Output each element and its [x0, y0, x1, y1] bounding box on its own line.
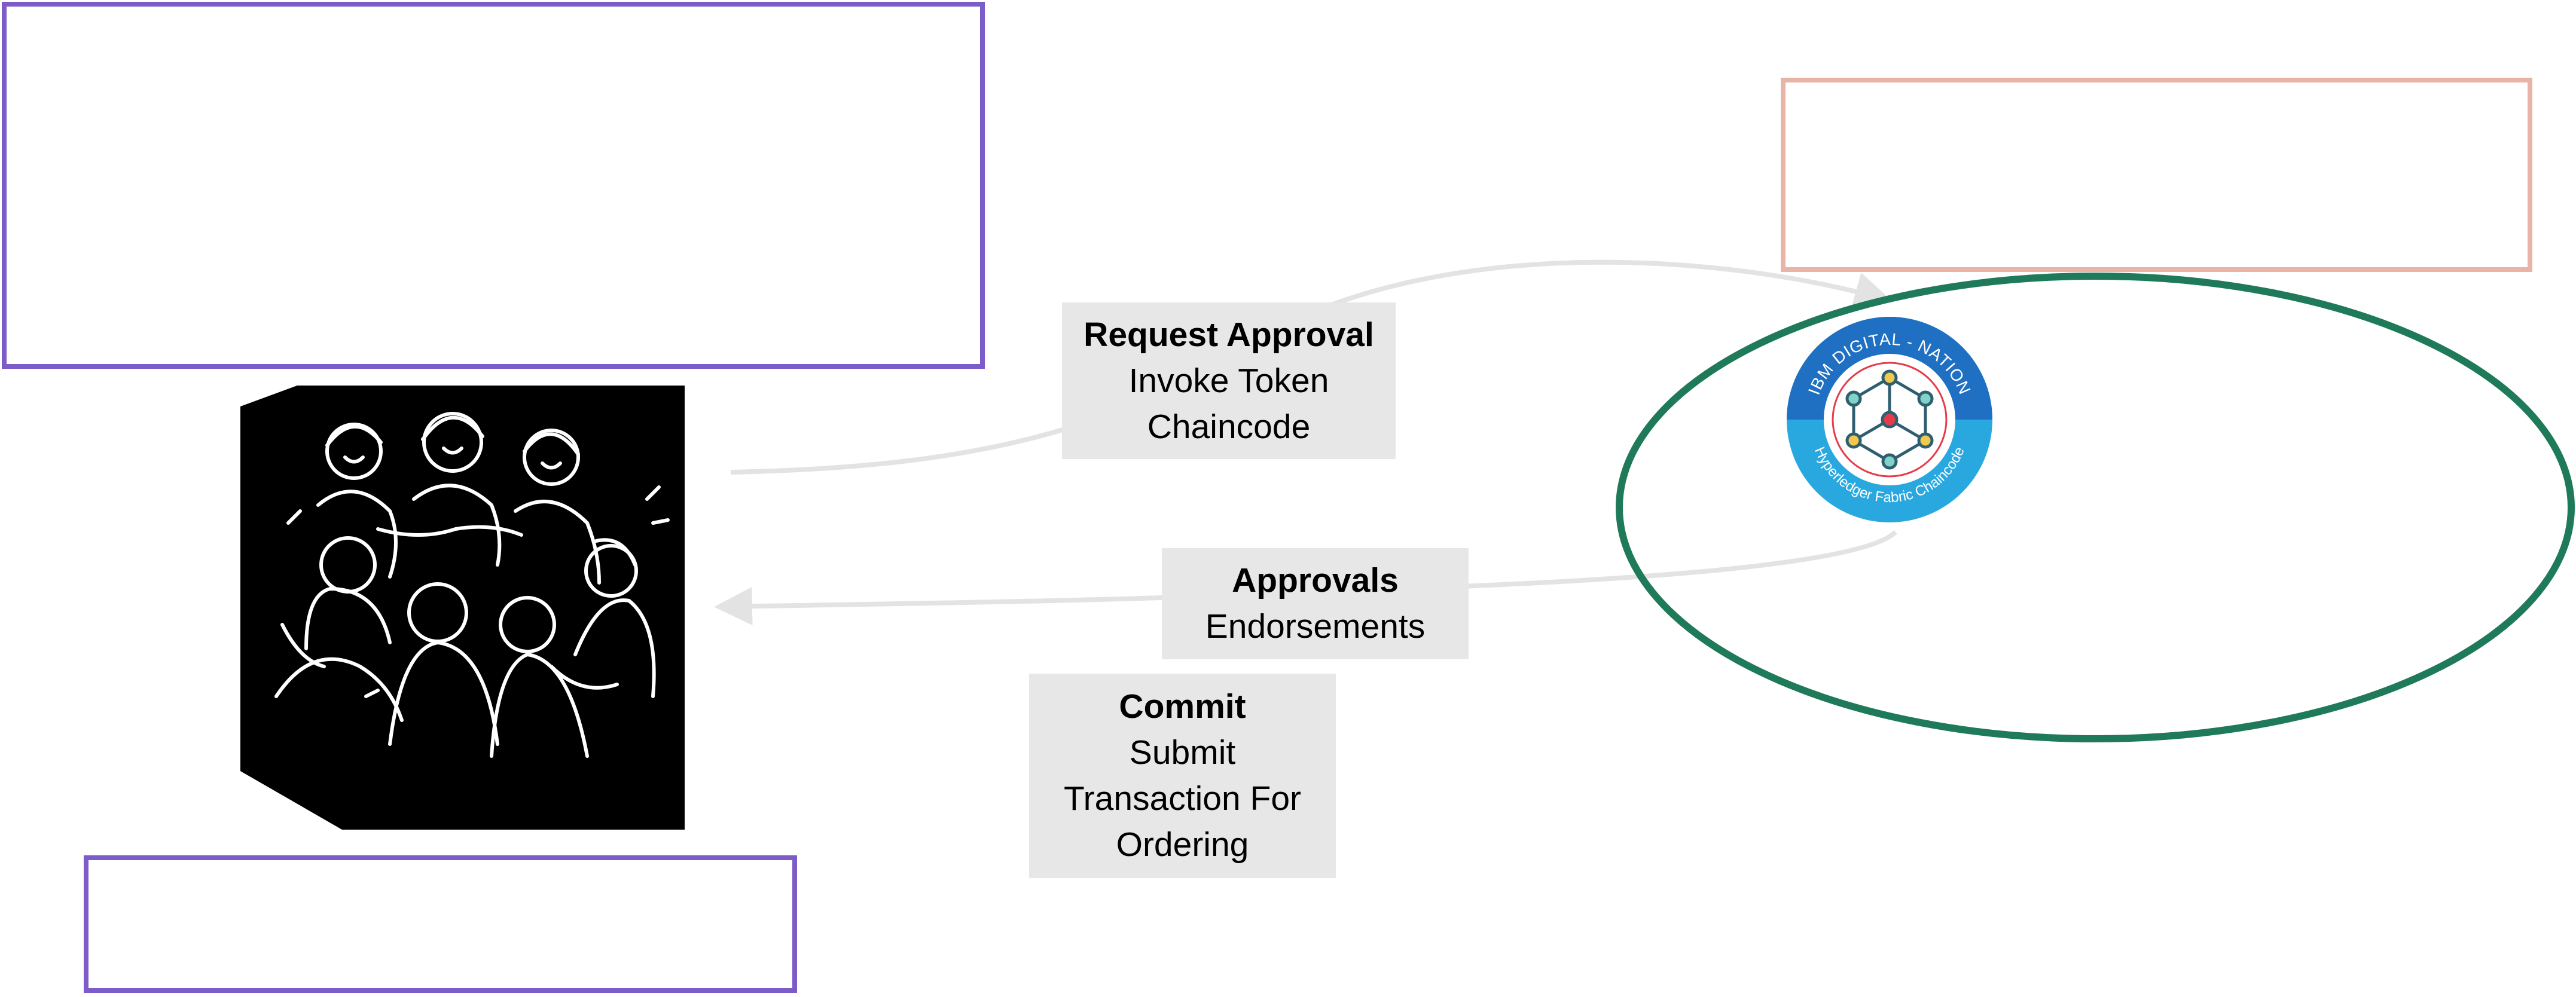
chaincode-badge: IBM DIGITAL - NATION Hyperledger Fabric … — [1785, 315, 1994, 524]
approvals-title: Approvals — [1232, 561, 1399, 600]
logo-top-text: HYPERLEDGER — [2153, 503, 2424, 539]
logo-main-text: FABRIC — [2159, 545, 2470, 632]
commit-label: Commit Submit Transaction For Ordering — [1029, 674, 1336, 878]
commit-line-1: Submit — [1129, 733, 1236, 772]
request-approval-line-2: Chaincode — [1147, 407, 1311, 446]
fabric-network-ellipse — [1616, 273, 2575, 742]
request-approval-label: Request Approval Invoke Token Chaincode — [1062, 302, 1396, 459]
commit-line-2: Transaction For — [1063, 779, 1302, 818]
bottom-left-box — [84, 855, 797, 993]
request-approval-title: Request Approval — [1083, 315, 1374, 354]
top-right-box — [1781, 78, 2532, 272]
top-left-box — [2, 2, 985, 369]
people-circle-illustration — [240, 386, 685, 830]
request-approval-line-1: Invoke Token — [1128, 361, 1329, 400]
commit-line-3: Ordering — [1116, 825, 1249, 864]
approvals-label: Approvals Endorsements — [1162, 548, 1469, 659]
network-cube-icon — [1845, 369, 1934, 470]
hyperledger-fabric-logo: HYPERLEDGER FABRIC — [2057, 502, 2476, 634]
commit-title: Commit — [1119, 687, 1246, 726]
approvals-line-1: Endorsements — [1205, 607, 1426, 646]
